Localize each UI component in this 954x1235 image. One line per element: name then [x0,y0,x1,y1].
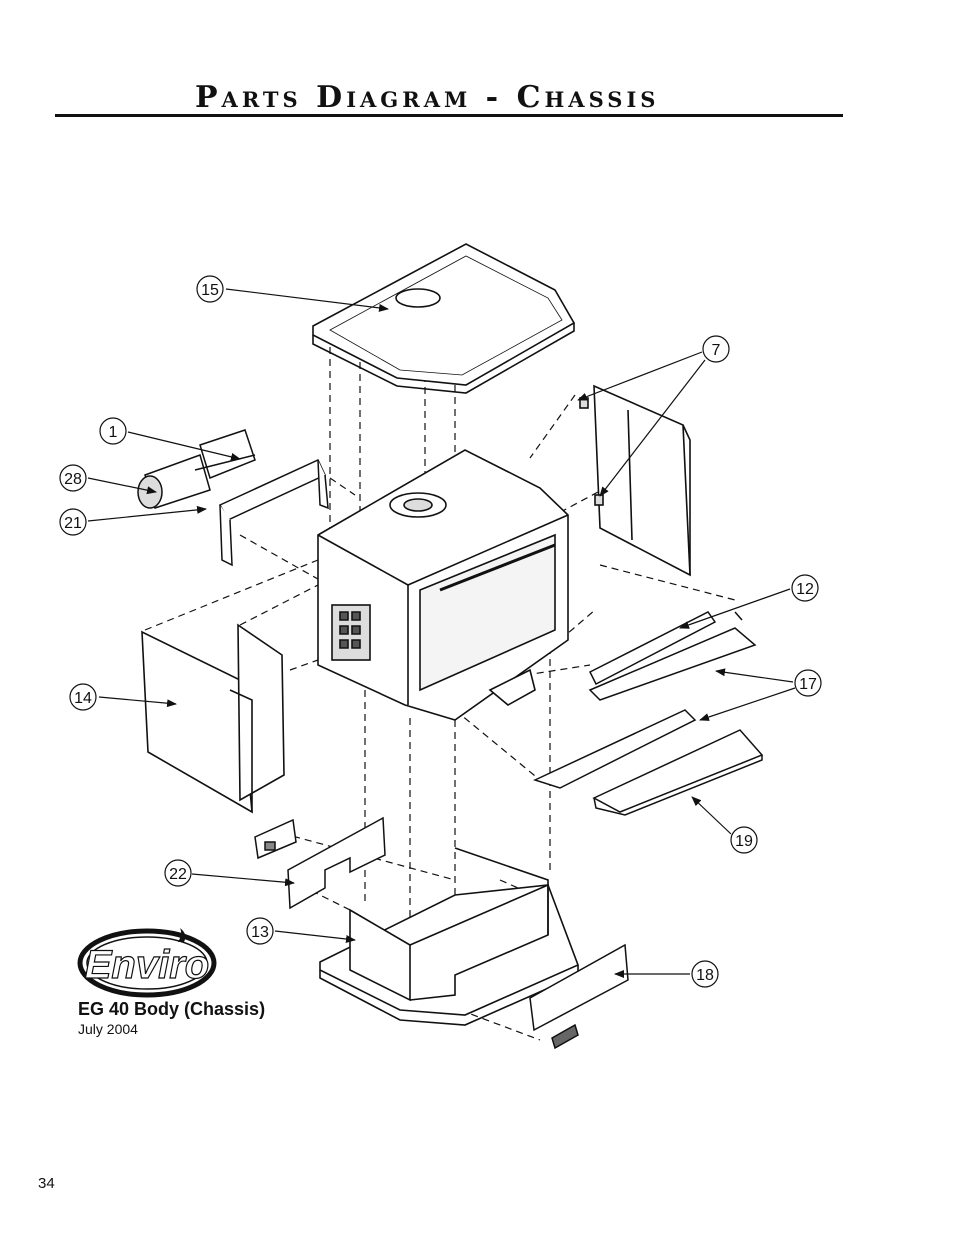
callout-7: 7 [702,335,730,363]
callout-15: 15 [196,275,224,303]
firebox-chassis [317,449,569,721]
callout-18: 18 [691,960,719,988]
callout-19: 19 [730,826,758,854]
logo-wordmark: Enviro [85,943,209,987]
leader-lines [87,288,796,978]
callout-14: 14 [69,683,97,711]
enviro-logo: Enviro [77,928,217,998]
callout-label-19: 19 [735,833,753,850]
callout-28: 28 [59,464,87,492]
callout-label-18: 18 [696,967,714,984]
right-side-panel [579,384,691,577]
title-rule [55,114,843,117]
callout-label-14: 14 [74,690,92,707]
callout-17: 17 [794,669,822,697]
flame-icon [178,928,186,942]
blower-assembly [137,429,256,509]
page-number: 34 [38,1175,55,1192]
left-side-panel [141,623,285,814]
callout-label-13: 13 [251,924,269,941]
callout-22: 22 [164,859,192,887]
callout-21: 21 [59,508,87,536]
callout-label-15: 15 [201,282,219,299]
page-title: Parts Diagram - Chassis [195,80,660,115]
callout-label-21: 21 [64,515,82,532]
callout-label-22: 22 [169,866,187,883]
callout-12: 12 [791,574,819,602]
callout-label-28: 28 [64,471,82,488]
callout-label-7: 7 [712,342,721,359]
callout-13: 13 [246,917,274,945]
blower-bracket [218,459,329,567]
heat-shield-plate [254,816,386,910]
callout-label-1: 1 [109,424,118,441]
callout-1: 1 [99,417,127,445]
pedestal-base [319,847,580,1026]
callout-label-12: 12 [796,581,814,598]
bottom-front-trim [532,709,764,816]
top-cover-plate [312,243,576,394]
rail-parts [588,611,757,701]
caption-title: EG 40 Body (Chassis) [78,999,266,1019]
caption-date: July 2004 [78,1021,138,1037]
callout-label-17: 17 [799,676,817,693]
front-kick-panel [529,943,629,1050]
